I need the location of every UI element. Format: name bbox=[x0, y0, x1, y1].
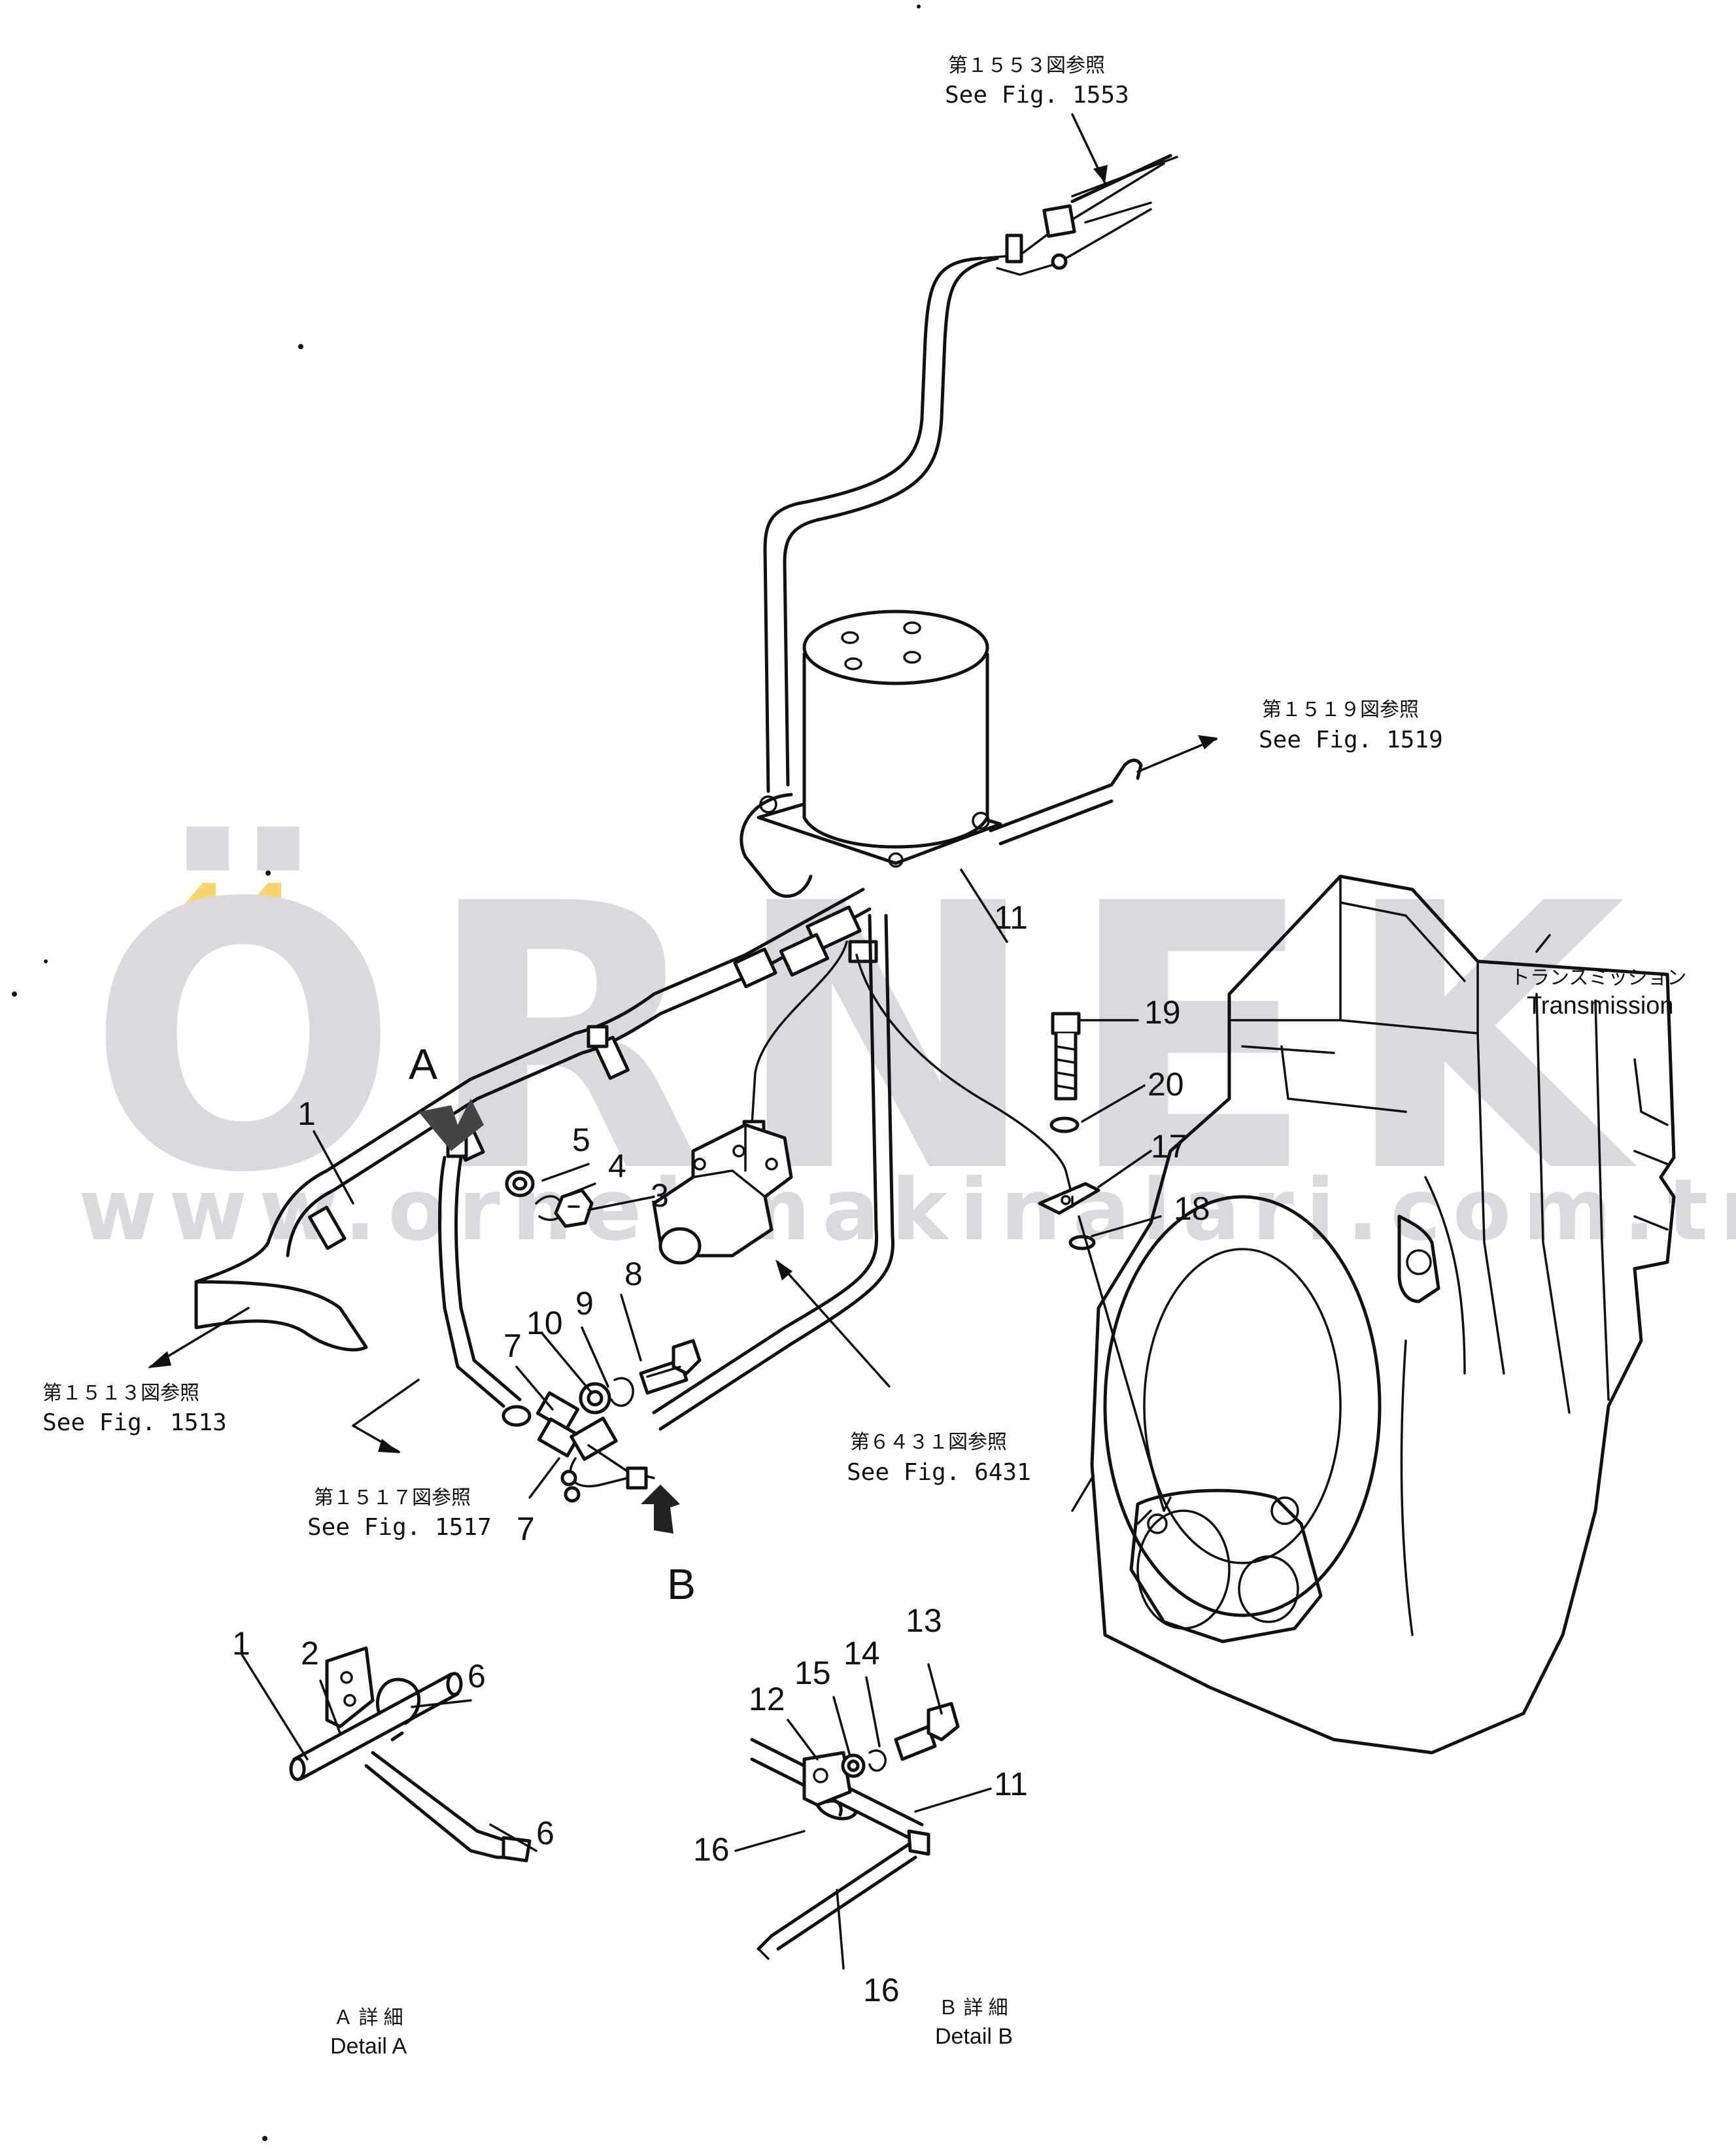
parts-3-4-5 bbox=[505, 1170, 594, 1228]
ref-1553-en: See Fig. 1553 bbox=[945, 82, 1129, 109]
callout-12: 12 bbox=[749, 1681, 785, 1717]
detail-b-en: Detail B bbox=[935, 2024, 1013, 2049]
detail-b-drawing bbox=[750, 1702, 960, 1960]
ref-1553-jp: 第１５５３図参照 bbox=[948, 55, 1105, 77]
ref-1517-en: See Fig. 1517 bbox=[307, 1514, 492, 1541]
callout-13: 13 bbox=[906, 1602, 942, 1639]
callout-11-detail: 11 bbox=[994, 1766, 1028, 1802]
detail-a-en: Detail A bbox=[330, 2034, 407, 2059]
callout-3: 3 bbox=[651, 1177, 669, 1214]
view-arrows bbox=[418, 1099, 680, 1534]
callout-16-bottom: 16 bbox=[863, 1972, 900, 2008]
transmission-body bbox=[1078, 874, 1676, 1755]
callout-9: 9 bbox=[575, 1285, 594, 1322]
ref-6431-jp: 第６４３１図参照 bbox=[850, 1432, 1007, 1453]
callout-numbers: 1 5 4 3 8 9 10 7 7 11 19 20 17 18 2 6 1 … bbox=[232, 899, 1210, 2008]
view-marker-b: B bbox=[667, 1560, 696, 1608]
transmission-label-jp: トランスミッション bbox=[1510, 967, 1686, 989]
callout-6-top: 6 bbox=[468, 1658, 486, 1694]
ref-1519-jp: 第１５１９図参照 bbox=[1262, 699, 1419, 721]
callout-4: 4 bbox=[608, 1148, 626, 1184]
ref-6431-en: See Fig. 6431 bbox=[847, 1459, 1031, 1486]
detail-a-drawing bbox=[289, 1646, 532, 1863]
tank bbox=[740, 610, 1143, 898]
callout-5: 5 bbox=[572, 1122, 590, 1158]
ref-1513-en: See Fig. 1513 bbox=[43, 1409, 227, 1436]
callout-7-top: 7 bbox=[503, 1328, 522, 1364]
leader-lines bbox=[241, 868, 1162, 1970]
detail-a-jp: Ａ 詳 細 bbox=[333, 2007, 403, 2029]
callout-14: 14 bbox=[843, 1635, 880, 1672]
ref-1519-en: See Fig. 1519 bbox=[1259, 727, 1443, 753]
callout-1: 1 bbox=[298, 1095, 316, 1132]
view-marker-a: A bbox=[409, 1040, 437, 1088]
callout-10: 10 bbox=[526, 1305, 563, 1341]
detail-b-jp: Ｂ 詳 細 bbox=[938, 1997, 1008, 2019]
callout-18: 18 bbox=[1174, 1190, 1210, 1227]
callout-20: 20 bbox=[1148, 1066, 1184, 1103]
ref-1517-jp: 第１５１７図参照 bbox=[314, 1487, 471, 1509]
scan-dots bbox=[12, 5, 921, 2141]
parts-8-9-10 bbox=[579, 1339, 702, 1415]
callout-11: 11 bbox=[994, 899, 1028, 936]
callout-15: 15 bbox=[794, 1655, 831, 1691]
upper-harness bbox=[763, 154, 1178, 793]
callout-7-bottom: 7 bbox=[517, 1511, 535, 1547]
parts-17-20 bbox=[1038, 1012, 1100, 1250]
transmission-label-en: Transmission bbox=[1527, 992, 1674, 1020]
callout-17: 17 bbox=[1151, 1128, 1187, 1165]
watermark-accent bbox=[150, 883, 307, 925]
figure-references: 第１５５３図参照 See Fig. 1553 第１５１９図参照 See Fig.… bbox=[43, 55, 1443, 1541]
callout-6-bottom: 6 bbox=[536, 1815, 554, 1851]
callout-2: 2 bbox=[301, 1635, 319, 1672]
ref-1513-jp: 第１５１３図参照 bbox=[43, 1383, 199, 1404]
callout-8: 8 bbox=[624, 1256, 643, 1292]
callout-1-detail: 1 bbox=[232, 1625, 250, 1662]
valve-assembly bbox=[652, 1123, 793, 1265]
callout-16-top: 16 bbox=[693, 1831, 730, 1868]
reference-arrows bbox=[148, 113, 1551, 1453]
callout-19: 19 bbox=[1144, 994, 1181, 1031]
